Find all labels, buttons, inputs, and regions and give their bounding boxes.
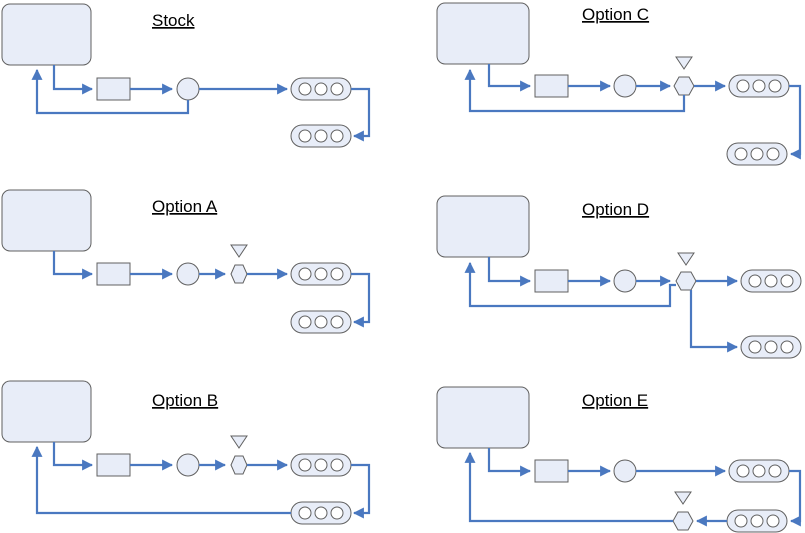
fuel-rail-icon bbox=[290, 124, 352, 148]
panel-title: Option E bbox=[582, 391, 648, 410]
tank-icon bbox=[436, 386, 530, 449]
regulator-icon bbox=[230, 435, 248, 475]
panel-option-e: Option E bbox=[436, 386, 802, 533]
panel-option-a: Option A bbox=[1, 189, 371, 334]
crossover-line bbox=[789, 469, 802, 527]
pump-icon bbox=[613, 269, 637, 293]
panel-title: Stock bbox=[152, 11, 195, 30]
panel-title: Option C bbox=[582, 5, 649, 24]
tank-icon bbox=[1, 3, 92, 66]
filter-icon bbox=[96, 77, 131, 101]
return-line bbox=[31, 445, 291, 515]
fuel-rail-icon bbox=[290, 77, 352, 101]
pump-icon bbox=[176, 77, 200, 101]
regulator-icon bbox=[230, 244, 248, 284]
fuel-rail-icon bbox=[740, 269, 802, 293]
filter-icon bbox=[96, 453, 131, 477]
pump-icon bbox=[613, 459, 637, 483]
tank-icon bbox=[1, 189, 92, 252]
regulator-icon bbox=[673, 56, 695, 96]
filter-icon bbox=[534, 269, 569, 293]
fuel-rail-icon bbox=[290, 310, 352, 334]
crossover-line bbox=[351, 272, 371, 328]
pump-icon bbox=[176, 262, 200, 286]
tank-icon bbox=[436, 195, 530, 258]
crossover-line bbox=[789, 84, 802, 160]
panel-option-c: Option C bbox=[436, 2, 802, 166]
panel-title: Option A bbox=[152, 197, 218, 216]
fuel-rail-icon bbox=[290, 453, 352, 477]
panel-stock: Stock bbox=[1, 3, 371, 148]
pump-icon bbox=[613, 74, 637, 98]
filter-icon bbox=[96, 262, 131, 286]
fuel-rail-icon bbox=[740, 335, 802, 359]
fuel-rail-icon bbox=[726, 509, 788, 533]
supply-line bbox=[689, 290, 739, 353]
supply-line bbox=[52, 251, 94, 280]
filter-icon bbox=[534, 459, 569, 483]
regulator-icon bbox=[672, 491, 694, 531]
return-line bbox=[31, 68, 190, 115]
panel-option-b: Option B bbox=[1, 380, 371, 525]
panel-title: Option D bbox=[582, 200, 649, 219]
return-line bbox=[464, 68, 686, 113]
pump-icon bbox=[176, 453, 200, 477]
tank-icon bbox=[1, 380, 92, 443]
panel-title: Option B bbox=[152, 391, 218, 410]
fuel-rail-icon bbox=[728, 74, 790, 98]
supply-line bbox=[52, 442, 94, 471]
supply-line bbox=[487, 448, 532, 477]
supply-line bbox=[487, 257, 532, 287]
crossover-line bbox=[351, 87, 371, 142]
tank-icon bbox=[436, 2, 530, 65]
crossover-line bbox=[351, 463, 371, 519]
fuel-rail-icon bbox=[728, 459, 790, 483]
fuel-rail-icon bbox=[290, 501, 352, 525]
panel-option-d: Option D bbox=[436, 195, 802, 359]
fuel-rail-icon bbox=[726, 142, 788, 166]
fuel-rail-icon bbox=[290, 262, 352, 286]
return-line bbox=[464, 261, 676, 308]
return-line bbox=[464, 451, 673, 523]
supply-line bbox=[487, 64, 532, 92]
regulator-icon bbox=[675, 252, 697, 291]
filter-icon bbox=[534, 74, 569, 98]
supply-line bbox=[52, 65, 94, 95]
